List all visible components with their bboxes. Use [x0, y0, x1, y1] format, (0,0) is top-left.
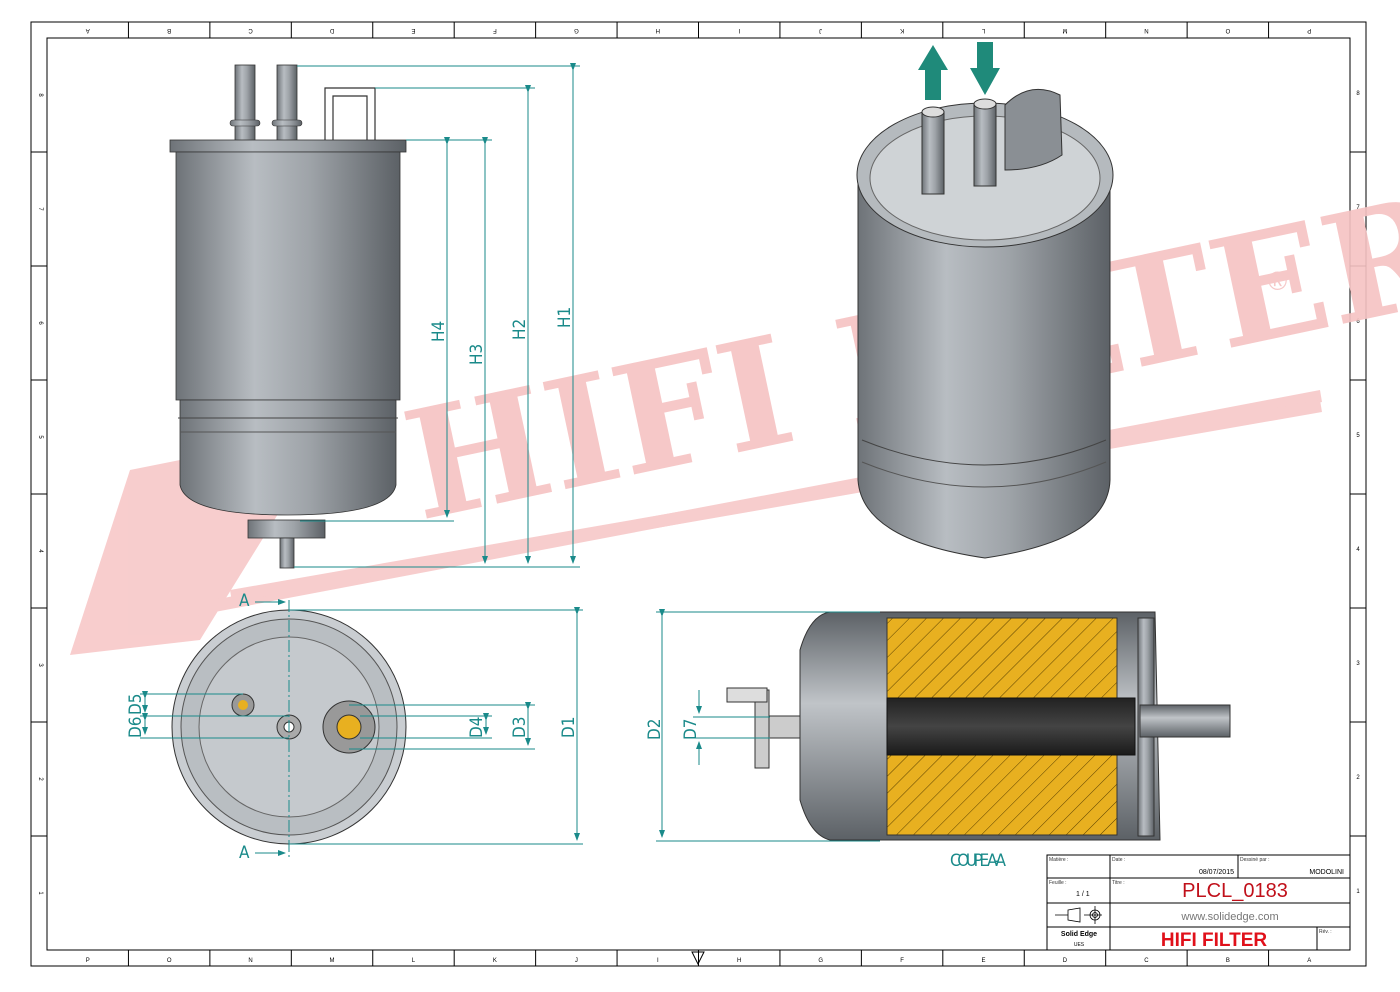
border-column-label: P — [1307, 27, 1311, 33]
inlet-arrow-icon — [970, 42, 1000, 95]
software-sub: UES — [1074, 942, 1085, 948]
border-column-label: H — [737, 958, 741, 964]
registered-mark: ® — [1268, 266, 1287, 296]
sheet-value: 1 / 1 — [1076, 891, 1090, 898]
border-column-label: I — [657, 958, 659, 964]
border-column-label: G — [818, 958, 823, 964]
border-row-label: 7 — [37, 207, 43, 211]
dim-d2: D2 — [645, 718, 665, 740]
border-column-label: C — [248, 27, 253, 33]
border-column-label: E — [982, 958, 986, 964]
isometric-view — [856, 42, 1114, 559]
border-row-label: 1 — [37, 891, 43, 895]
sheet-label: Feuille : — [1049, 880, 1067, 886]
website: www.solidedge.com — [1180, 911, 1278, 923]
border-column-label: H — [656, 27, 660, 33]
border-row-label: 5 — [1356, 433, 1360, 439]
top-view — [171, 600, 407, 860]
border-column-label: M — [330, 958, 335, 964]
dim-d1: D1 — [559, 716, 579, 738]
dim-h1: H1 — [555, 307, 575, 328]
border-column-label: D — [1063, 958, 1068, 964]
border-column-label: N — [1144, 27, 1148, 33]
projection-symbol-icon — [1055, 906, 1102, 924]
dim-d7: D7 — [681, 718, 701, 740]
border-row-label: 8 — [37, 93, 43, 97]
section-dimensions — [656, 609, 880, 842]
date-label: Date : — [1112, 857, 1125, 863]
border-column-label: A — [86, 27, 90, 33]
border-row-label: 4 — [1356, 547, 1360, 553]
border-row-label: 3 — [37, 663, 43, 667]
border-row-label: 6 — [37, 321, 43, 325]
title-block — [1046, 854, 1351, 951]
center-mark-icon — [691, 951, 705, 966]
border-column-label: O — [1225, 27, 1230, 33]
drawn-by-value: MODOLINI — [1309, 869, 1344, 876]
section-view-label: COUPE A-A — [950, 851, 1007, 871]
dim-d5: D5 — [126, 693, 146, 715]
border-column-label: D — [329, 27, 334, 33]
border-row-label: 1 — [1356, 889, 1360, 895]
border-column-label: O — [167, 958, 172, 964]
border-column-label: J — [819, 27, 822, 33]
front-view — [169, 64, 407, 569]
border-column-label: L — [981, 27, 985, 33]
company-name: HIFI FILTER — [1161, 930, 1268, 951]
border-row-label: 2 — [37, 777, 43, 781]
title-label: Titre : — [1112, 880, 1125, 886]
border-row-label: 7 — [1356, 205, 1360, 211]
border-column-label: E — [411, 27, 415, 33]
border-column-label: B — [1226, 958, 1230, 964]
section-mark-top: A — [239, 591, 250, 611]
drawn-by-label: Dessiné par : — [1240, 857, 1269, 863]
border-column-label: P — [86, 958, 90, 964]
border-row-label: 4 — [37, 549, 43, 553]
dim-d4: D4 — [467, 716, 487, 738]
drawing-title: PLCL_0183 — [1182, 880, 1288, 902]
border-column-label: F — [900, 958, 904, 964]
dim-d3: D3 — [510, 716, 530, 738]
height-dimensions — [294, 63, 580, 568]
date-value: 08/07/2015 — [1199, 869, 1234, 876]
border-row-label: 6 — [1356, 319, 1360, 325]
dim-h2: H2 — [510, 319, 530, 340]
diameter-dimensions — [140, 599, 583, 856]
border-column-label: C — [1144, 958, 1149, 964]
outlet-arrow-icon — [918, 45, 948, 100]
border-column-label: M — [1062, 27, 1067, 33]
material-label: Matière : — [1049, 857, 1068, 863]
border-row-label: 5 — [37, 435, 43, 439]
border-column-label: G — [574, 27, 579, 33]
border-column-label: N — [248, 958, 252, 964]
border-row-label: 2 — [1356, 775, 1360, 781]
rev-label: Rév. : — [1319, 929, 1332, 935]
border-column-label: K — [493, 958, 497, 964]
dim-h4: H4 — [429, 321, 449, 342]
border-column-label: F — [493, 27, 497, 33]
border-column-label: A — [1307, 958, 1311, 964]
border-ticks: P P O O N N M M L L K K J J I I H H G G F F E E D D C C B B A A 8 8 7 7 6 6 5 5… — [31, 22, 1366, 966]
border-column-label: B — [167, 27, 171, 33]
border-column-label: K — [900, 27, 904, 33]
dim-d6: D6 — [126, 716, 146, 738]
dim-h3: H3 — [467, 344, 487, 365]
border-row-label: 3 — [1356, 661, 1360, 667]
section-view — [726, 611, 1231, 841]
border-column-label: I — [738, 27, 740, 33]
software-name: Solid Edge — [1061, 931, 1097, 938]
border-column-label: L — [412, 958, 416, 964]
border-row-label: 8 — [1356, 91, 1360, 97]
border-column-label: J — [575, 958, 578, 964]
section-mark-bottom: A — [239, 843, 250, 863]
